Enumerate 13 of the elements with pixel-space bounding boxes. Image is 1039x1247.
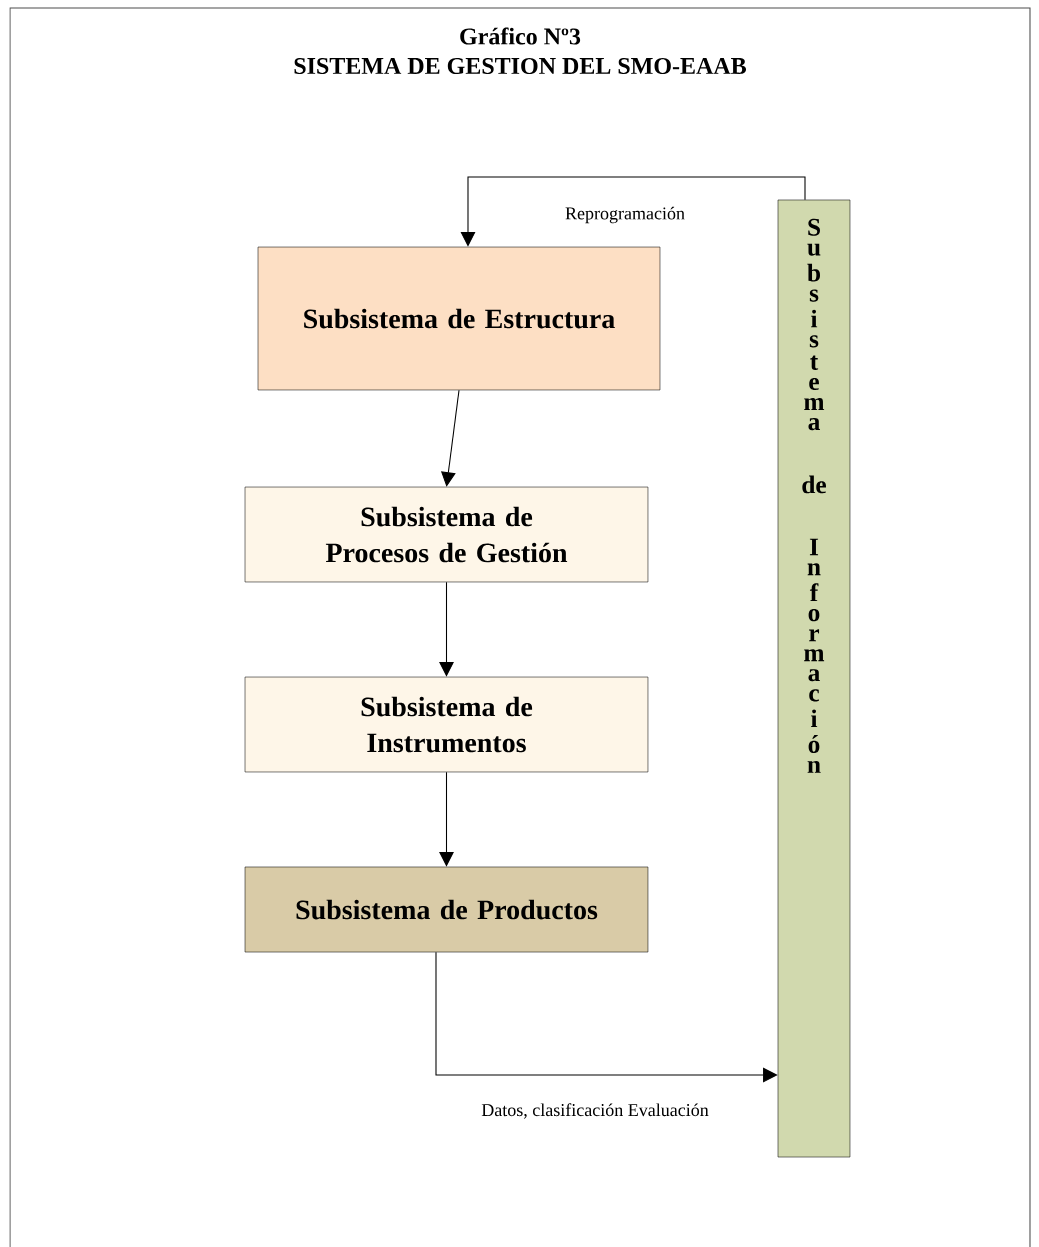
title: SISTEMA DE GESTION DEL SMO-EAAB [294, 57, 746, 75]
process-box: Subsistema de Estructura [257, 246, 661, 391]
arrow [435, 951, 778, 1083]
edge-label: Datos, clasificación Evaluación [479, 1101, 711, 1121]
process-box: Subsistema de Procesos de Gestión [244, 486, 649, 583]
process-box: Subsistema de Instrumentos [244, 676, 649, 773]
process-box: Subsistema de Productos [244, 866, 649, 953]
edge-label: Reprogramación [563, 205, 687, 225]
arrow [439, 771, 454, 867]
chart-number: Gráfico Nº3 [460, 27, 581, 45]
arrow [439, 581, 454, 677]
arrow [460, 176, 806, 247]
vertical-box: Subsistema de Información [777, 199, 851, 1158]
